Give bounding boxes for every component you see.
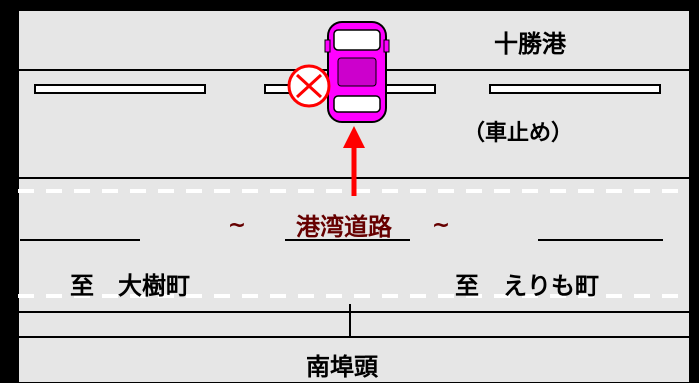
tilde-left: ~ xyxy=(228,213,246,238)
to-right-label: 至 えりも町 xyxy=(455,272,599,300)
tilde-right: ~ xyxy=(432,213,450,238)
wheel-stop-label: （車止め） xyxy=(463,121,573,146)
wheel-stop-1 xyxy=(34,84,206,94)
pier-name-label: 十勝港 xyxy=(494,30,567,58)
no-entry-icon xyxy=(287,64,331,108)
car-icon xyxy=(324,21,390,123)
south-pier-label: 南埠頭 xyxy=(306,353,379,381)
to-left-label: 至 大樹町 xyxy=(70,272,190,300)
arrow-icon xyxy=(343,126,365,196)
wheel-stop-3 xyxy=(489,84,661,94)
harbor-road-label: 港湾道路 xyxy=(296,213,393,241)
